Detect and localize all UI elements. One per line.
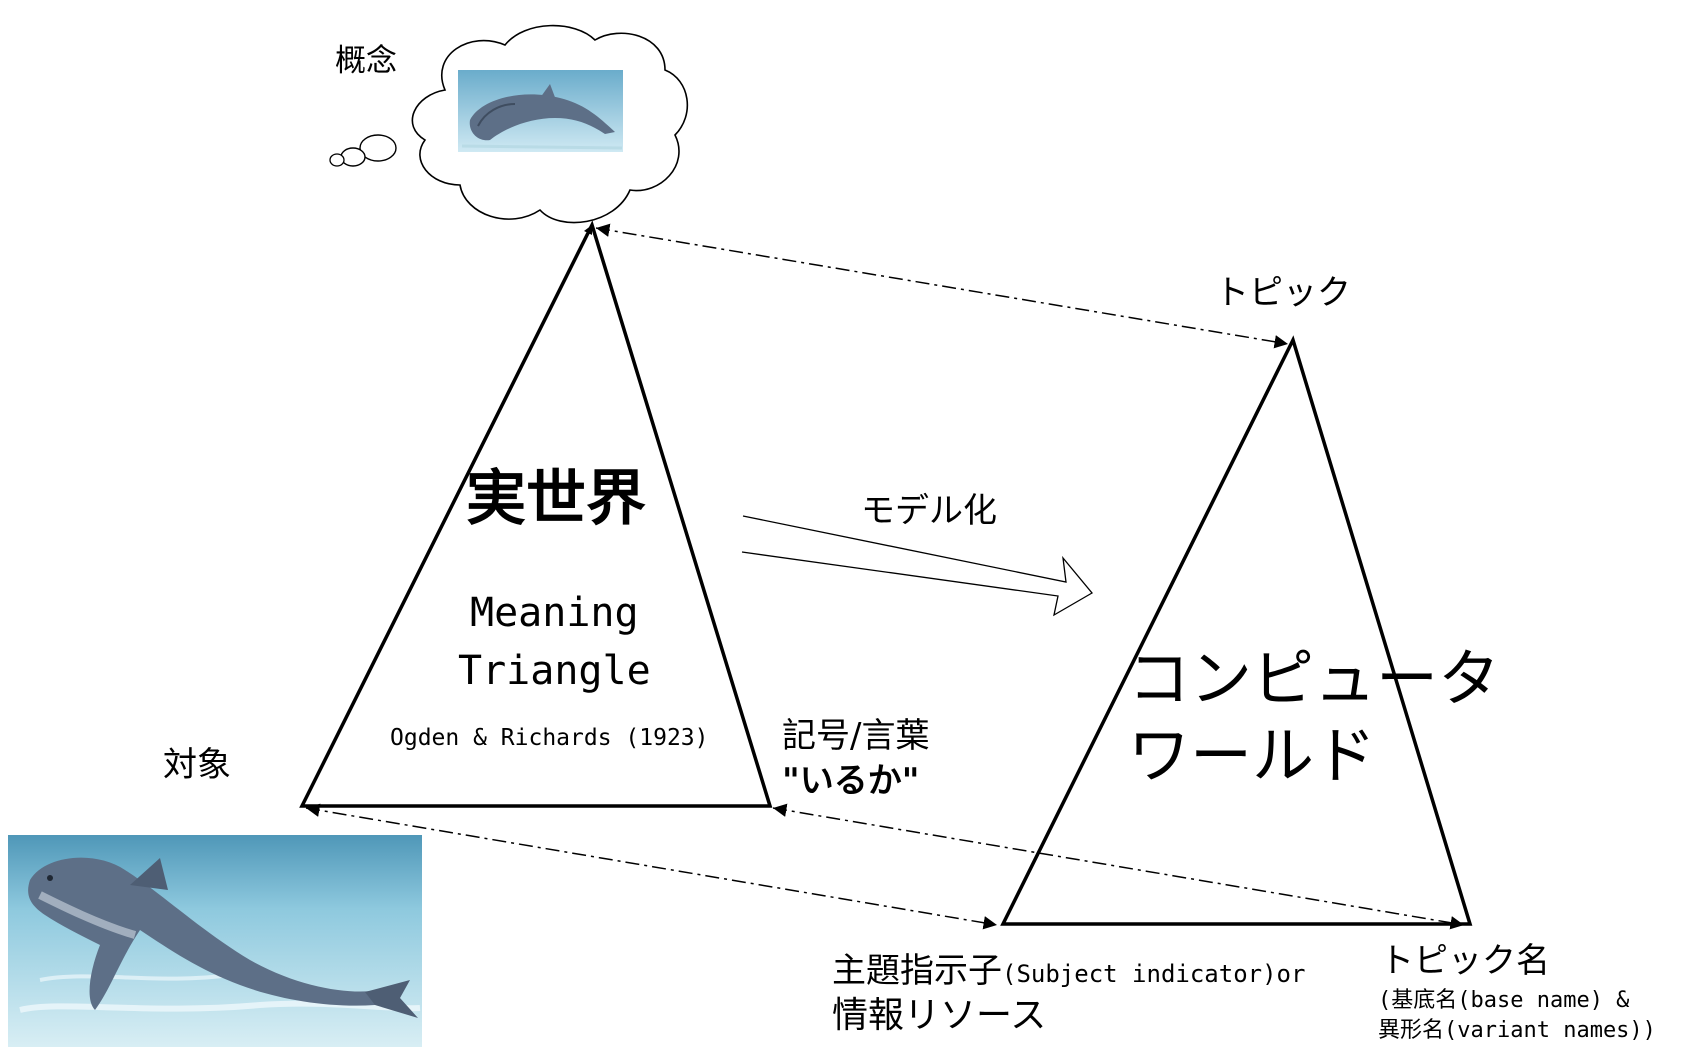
modelling-arrow	[741, 515, 1093, 617]
subject-indicator-en: (Subject indicator)or	[1002, 960, 1306, 988]
real-world-title: 実世界	[466, 464, 646, 534]
information-resource-label: 情報リソース	[832, 995, 1047, 1036]
symbol-correspondence-line	[772, 803, 1465, 930]
object-dolphin-image	[8, 835, 422, 1047]
base-name-label: (基底名(base name) &	[1378, 988, 1630, 1013]
meaning-label: Meaning	[470, 590, 639, 636]
object-correspondence-line	[305, 803, 998, 930]
citation-label: Ogden & Richards (1923)	[390, 725, 709, 751]
computer-world-triangle	[1000, 335, 1473, 926]
topic-label: トピック	[1215, 273, 1351, 313]
subject-indicator-jp: 主題指示子	[832, 951, 1002, 991]
concept-label: 概念	[335, 43, 397, 79]
topic-name-label: トピック名	[1380, 941, 1550, 981]
concept-dolphin-image	[458, 70, 623, 152]
modelling-label: モデル化	[861, 491, 997, 531]
apex-correspondence-line	[595, 223, 1289, 349]
subject-indicator-label: 主題指示子(Subject indicator)or	[832, 951, 1306, 991]
computer-label: コンピュータ	[1128, 642, 1501, 715]
iruka-word-label: "いるか"	[782, 761, 920, 801]
world-label: ワールド	[1128, 719, 1377, 792]
correspondence-lines	[305, 223, 1465, 930]
symbol-word-label: 記号/言葉	[782, 716, 930, 756]
variant-names-label: 異形名(variant names))	[1378, 1018, 1656, 1043]
triangle-label: Triangle	[458, 648, 651, 694]
object-label: 対象	[163, 745, 231, 785]
